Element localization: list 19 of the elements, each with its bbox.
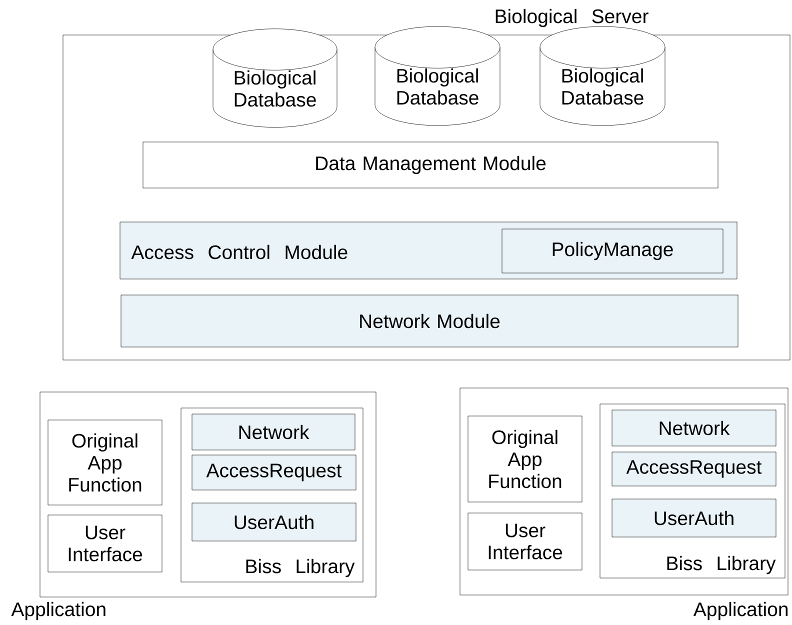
component-box: PolicyManage (502, 228, 724, 274)
module-box: Original App Function (48, 420, 162, 506)
component-box: Network (612, 410, 776, 446)
component-box: AccessRequest (612, 452, 776, 486)
module-box: Data Management Module (142, 142, 718, 188)
component-box: UserAuth (192, 502, 356, 542)
node-label: Application (11, 602, 106, 620)
node-label: Biological Server (496, 8, 648, 28)
module-box: User Interface (48, 514, 162, 572)
database-cylinder: Biological Database (212, 28, 338, 128)
component-box: AccessRequest (192, 454, 356, 490)
component-box: Network (192, 414, 356, 450)
component-box: UserAuth (612, 498, 776, 538)
module-box: Network Module (120, 294, 738, 348)
database-cylinder: Biological Database (374, 26, 500, 126)
node-label: Application (693, 602, 788, 620)
module-box: User Interface (468, 512, 582, 570)
module-box: Original App Function (468, 416, 582, 502)
database-cylinder: Biological Database (540, 26, 666, 126)
